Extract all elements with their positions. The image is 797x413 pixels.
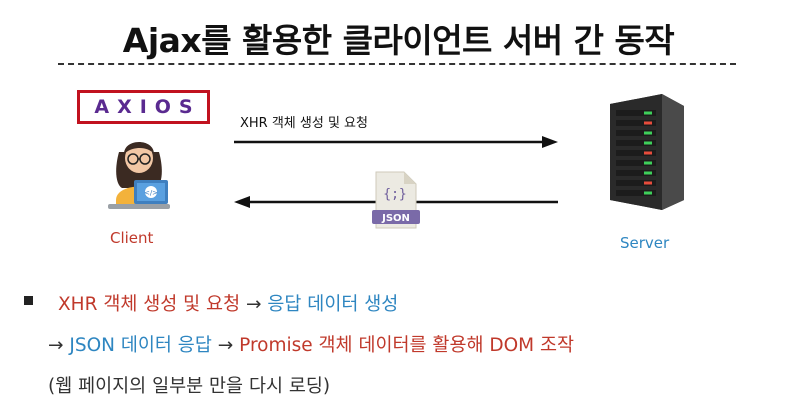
server-slot	[616, 180, 656, 186]
client-label: Client	[110, 229, 154, 247]
server-slot	[616, 140, 656, 146]
server-status-light	[644, 191, 652, 195]
response-arrowhead	[234, 196, 250, 208]
server-slot	[616, 160, 656, 166]
server-label: Server	[620, 234, 670, 252]
axios-logo-text: AXIOS	[94, 96, 201, 118]
server-slot	[616, 130, 656, 136]
flow-step-1: XHR 객체 생성 및 요청	[58, 294, 241, 315]
server-status-light	[644, 131, 652, 135]
title-divider	[58, 63, 736, 65]
server-status-light	[644, 121, 652, 125]
server-status-light	[644, 151, 652, 155]
client-user-icon: </>	[108, 142, 170, 209]
flow-arrow-1: →	[240, 294, 268, 315]
server-slot	[616, 190, 656, 196]
request-arrowhead	[542, 136, 558, 148]
server-status-light	[644, 161, 652, 165]
axios-logo: AXIOS	[77, 90, 210, 124]
json-file-icon: {;} JSON	[372, 171, 420, 229]
flow-arrow-3: →	[211, 335, 240, 356]
json-badge-text: JSON	[381, 213, 410, 224]
flow-step-2: 응답 데이터 생성	[267, 294, 399, 315]
flow-note: (웹 페이지의 일부분 만을 다시 로딩)	[48, 376, 331, 397]
flow-arrow-2: →	[48, 335, 70, 356]
page-title: Ajax를 활용한 클라이언트 서버 간 동작	[122, 21, 675, 60]
server-slot	[616, 120, 656, 126]
bullet-marker	[24, 296, 33, 305]
server-status-light	[644, 171, 652, 175]
server-status-light	[644, 181, 652, 185]
flow-step-3: JSON 데이터 응답	[69, 335, 212, 356]
server-icon	[610, 94, 684, 210]
server-status-light	[644, 141, 652, 145]
flow-step-4: Promise 객체 데이터를 활용해 DOM 조작	[239, 335, 575, 356]
json-symbol: {;}	[383, 187, 406, 202]
server-slot	[616, 110, 656, 116]
flow-line-2: → JSON 데이터 응답 → Promise 객체 데이터를 활용해 DOM …	[48, 331, 574, 357]
server-slot	[616, 150, 656, 156]
svg-text:</>: </>	[144, 189, 158, 197]
server-status-light	[644, 111, 652, 115]
request-arrow-label: XHR 객체 생성 및 요청	[240, 116, 368, 131]
server-slot	[616, 170, 656, 176]
flow-line-1: XHR 객체 생성 및 요청 → 응답 데이터 생성	[58, 290, 398, 316]
